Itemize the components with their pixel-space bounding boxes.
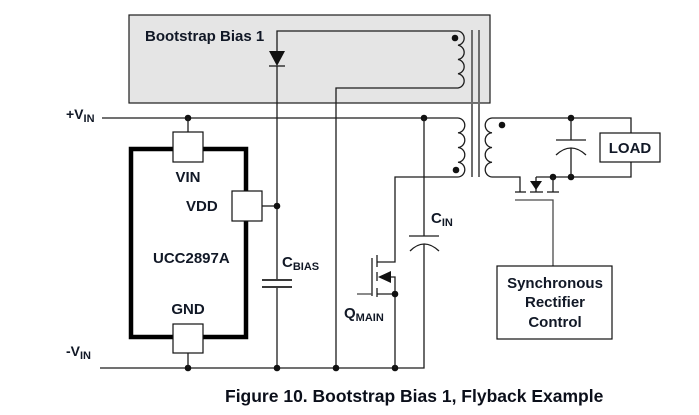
c-in-label: CIN [431,210,453,229]
sr-control-label-line: Control [528,314,581,331]
junction-dot [391,290,399,298]
gnd-pin [172,323,204,354]
q-main-label: QMAIN [344,305,384,324]
sr-control-label-line: Synchronous [507,275,603,292]
vdd-pin [231,190,263,222]
sr-control-label-line: Rectifier [525,294,585,311]
junction-dot [273,202,281,210]
bias-winding-polarity-dot [451,34,459,42]
bias-winding [276,30,465,368]
negative-rail [100,244,425,369]
vdd-pin-label: VDD [186,198,218,215]
negative-rail-label: -VIN [66,343,91,362]
negative-rail-label-sub: IN [80,350,91,362]
vin-pin-label: VIN [175,169,200,186]
junction-dot [273,364,281,372]
bootstrap-bias-title: Bootstrap Bias 1 [145,28,264,45]
output-return-wire [536,162,632,178]
positive-rail-label-sub: IN [84,113,95,125]
primary-winding [377,117,466,263]
controller-part-number: UCC2897A [153,250,230,267]
load-label: LOAD [609,140,652,157]
gnd-pin-label: GND [171,301,205,318]
c-in-label-sub: IN [442,217,453,229]
positive-rail-label-main: +V [66,106,84,122]
negative-rail-label-main: -V [66,343,81,359]
sr-arrow-icon [530,181,542,190]
q-main-arrow-icon [378,271,391,283]
load-box [599,132,661,163]
c-in-label-main: C [431,210,442,227]
sr-gate-wire [515,199,554,266]
q-main-label-sub: MAIN [356,312,384,324]
junction-dot [332,364,340,372]
c-in-plate-curved [409,243,440,252]
c-bias-label: CBIAS [282,254,319,273]
figure-caption: Figure 10. Bootstrap Bias 1, Flyback Exa… [225,386,604,406]
q-main-label-main: Q [344,305,356,322]
c-bias-label-main: C [282,254,293,271]
secondary-winding-polarity-dot [498,121,506,129]
sr-control-box [496,265,613,340]
primary-winding-polarity-dot [452,166,460,174]
c-bias-label-sub: BIAS [293,261,319,273]
secondary-winding [484,117,632,192]
positive-rail-label: +VIN [66,106,95,125]
bias-diode-icon [269,51,285,66]
vin-pin [172,131,204,163]
q-main-body-lead [388,276,396,368]
